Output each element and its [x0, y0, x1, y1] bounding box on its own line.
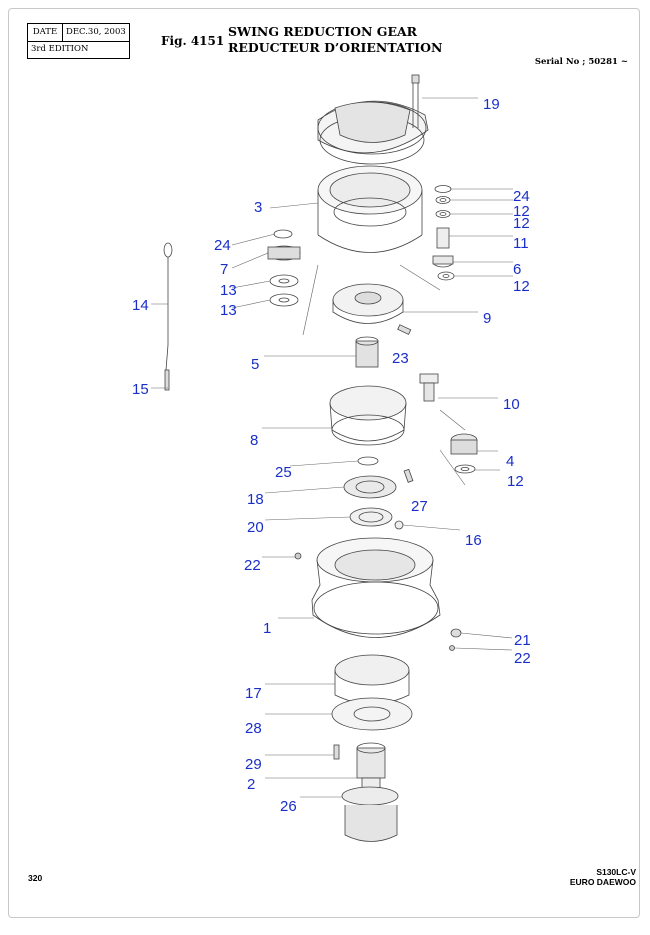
lower-bearing-shaft [331, 654, 413, 842]
carrier-plate-part [332, 283, 412, 335]
callout-6: 6 [513, 261, 522, 278]
callout-15: 15 [132, 381, 149, 398]
housing-part [294, 537, 462, 651]
callout-10: 10 [503, 396, 520, 413]
planet-gear-4-part [450, 433, 478, 474]
bolt-19-part [411, 74, 420, 128]
callout-20: 20 [247, 519, 264, 536]
callout-22-a: 22 [244, 557, 261, 574]
date-value: DEC.30, 2003 [66, 27, 126, 37]
callout-16: 16 [465, 532, 482, 549]
page-title-french: REDUCTEUR D’ORIENTATION [228, 40, 443, 55]
small-parts-right [432, 185, 455, 281]
page-border [8, 8, 640, 918]
callout-12-b: 12 [513, 215, 530, 232]
callout-11: 11 [513, 235, 529, 252]
callout-3: 3 [254, 199, 263, 216]
callout-17: 17 [245, 685, 262, 702]
callout-12-d: 12 [507, 473, 524, 490]
callout-12-a: 12 [513, 203, 530, 220]
bearing-seal-stack [343, 456, 414, 530]
callout-22-b: 22 [514, 650, 531, 667]
top-cover-part [317, 100, 429, 165]
callout-14: 14 [132, 297, 149, 314]
edition-label: 3rd EDITION [31, 44, 89, 54]
model-name: S130LC-V [596, 867, 636, 877]
planet-carrier-part [329, 385, 407, 446]
page-number: 320 [28, 873, 43, 883]
callout-13-a: 13 [220, 282, 237, 299]
ring-gear-part [317, 165, 423, 253]
serial-number: Serial No ; 50281 ~ [534, 57, 628, 67]
callout-19: 19 [483, 96, 500, 113]
small-parts-left [267, 229, 301, 307]
callout-13-b: 13 [220, 302, 237, 319]
brand-name: EURO DAEWOO [569, 877, 636, 887]
figure-number: Fig. 4151 [161, 34, 225, 48]
callout-24-right: 24 [513, 188, 530, 205]
callout-5: 5 [251, 356, 260, 373]
callout-2: 2 [247, 776, 256, 793]
callout-23: 23 [392, 350, 409, 367]
page-title-english: SWING REDUCTION GEAR [228, 24, 418, 39]
leader-lines [151, 97, 513, 798]
callout-24-left: 24 [214, 237, 231, 254]
date-label: DATE [28, 24, 63, 41]
callout-26: 26 [280, 798, 297, 815]
callout-28: 28 [245, 720, 262, 737]
callout-1: 1 [263, 620, 272, 637]
callout-4: 4 [506, 453, 515, 470]
callout-8: 8 [250, 432, 259, 449]
callout-21: 21 [514, 632, 531, 649]
dipstick-part [163, 242, 173, 391]
callout-7: 7 [220, 261, 229, 278]
callout-25: 25 [275, 464, 292, 481]
callout-12-c: 12 [513, 278, 530, 295]
sun-gear-5-part [355, 336, 379, 368]
bolt-10-part [419, 373, 439, 402]
callout-18: 18 [247, 491, 264, 508]
callout-27: 27 [411, 498, 428, 515]
date-edition-box: DATE DEC.30, 2003 3rd EDITION [27, 23, 130, 59]
callout-9: 9 [483, 310, 492, 327]
callout-29: 29 [245, 756, 262, 773]
